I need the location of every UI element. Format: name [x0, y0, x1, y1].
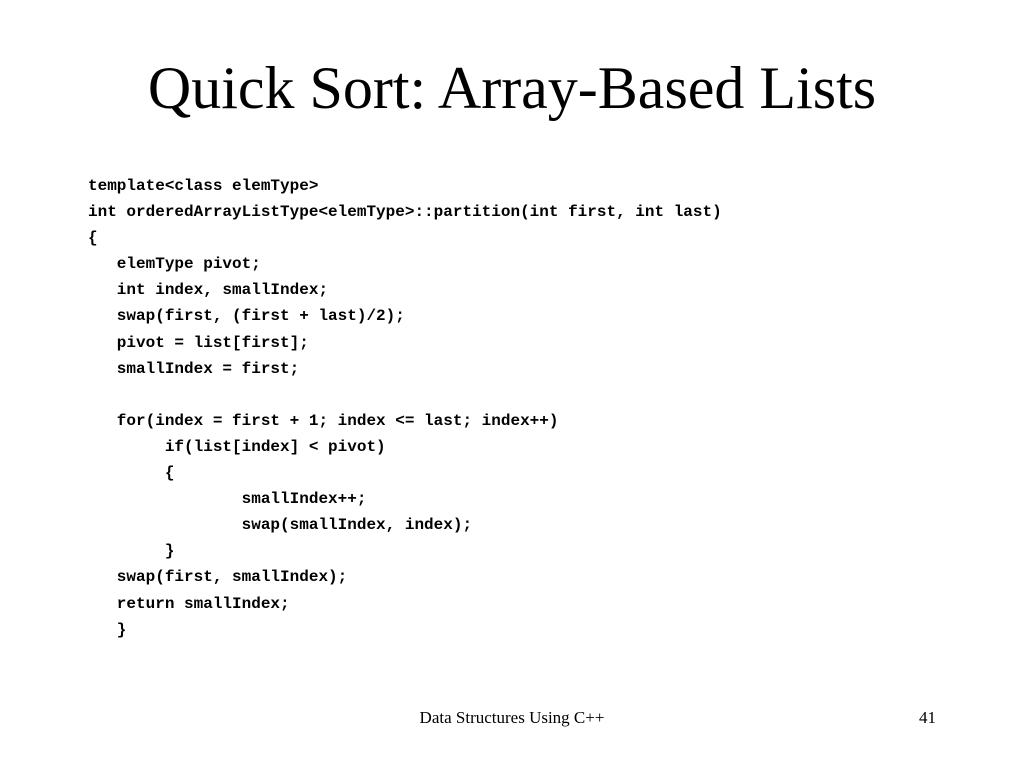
- code-block: template<class elemType> int orderedArra…: [88, 173, 988, 643]
- code-line: smallIndex = first;: [88, 359, 300, 378]
- code-line: {: [88, 464, 175, 483]
- footer-page-number: 41: [919, 708, 936, 727]
- footer-course-title: Data Structures Using C++: [419, 708, 605, 727]
- code-line: }: [88, 542, 175, 561]
- code-line: elemType pivot;: [88, 255, 261, 274]
- code-line: if(list[index] < pivot): [88, 437, 386, 456]
- code-line: swap(first, smallIndex);: [88, 568, 348, 587]
- code-line: {: [88, 229, 98, 248]
- code-line: for(index = first + 1; index <= last; in…: [88, 411, 559, 430]
- code-line: return smallIndex;: [88, 594, 290, 613]
- code-line-blank: [88, 382, 988, 408]
- code-line: int index, smallIndex;: [88, 281, 329, 300]
- code-line: smallIndex++;: [88, 490, 367, 509]
- code-line: }: [88, 620, 127, 639]
- slide-title: Quick Sort: Array-Based Lists: [147, 55, 877, 121]
- code-line: template<class elemType>: [88, 177, 319, 195]
- code-line: swap(smallIndex, index);: [88, 516, 473, 535]
- code-line: pivot = list[first];: [88, 333, 309, 352]
- code-line: swap(first, (first + last)/2);: [88, 307, 405, 326]
- code-line: int orderedArrayListType<elemType>::part…: [88, 203, 722, 222]
